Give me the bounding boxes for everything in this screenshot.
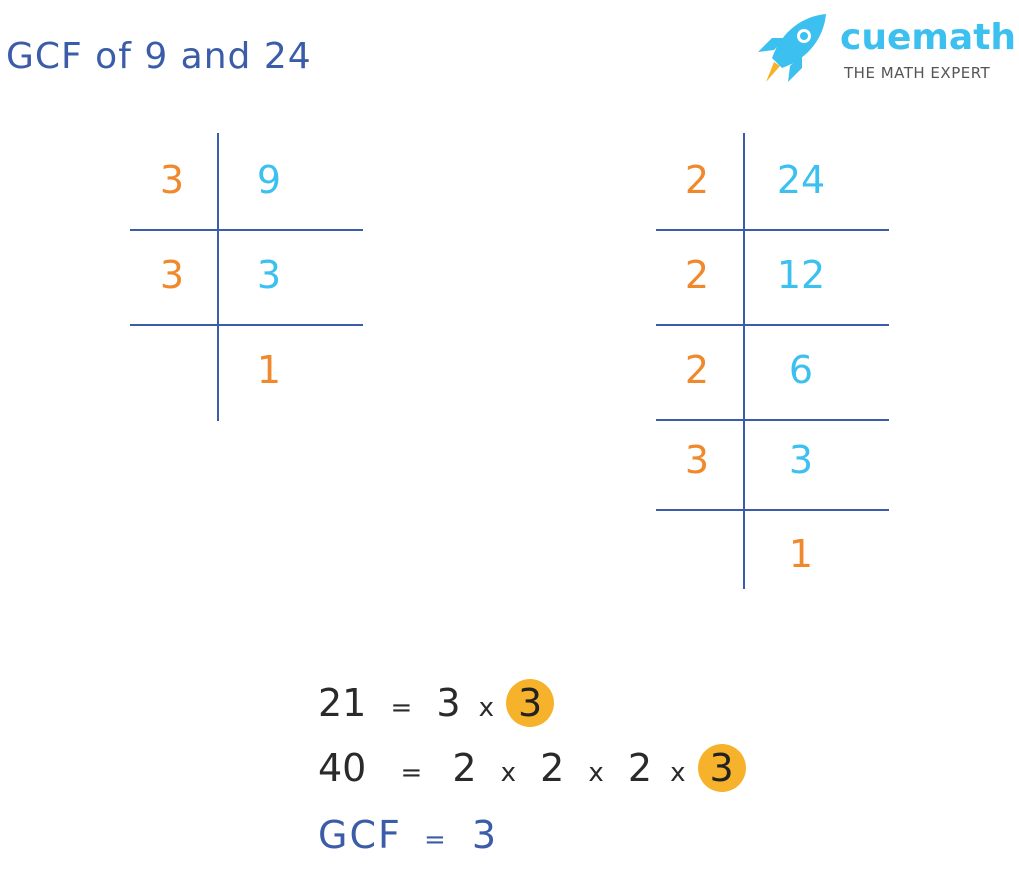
factor-equation-1: 21 = 3 x 3 — [318, 678, 555, 733]
divisor-cell: 3 — [159, 253, 185, 297]
quotient-cell: 12 — [776, 253, 826, 297]
quotient-cell: 3 — [256, 253, 282, 297]
table-divider-horizontal — [656, 509, 889, 511]
equals-sign: = — [423, 825, 446, 855]
brand-tagline: THE MATH EXPERT — [844, 64, 991, 82]
page-title: GCF of 9 and 24 — [6, 36, 312, 77]
divisor-cell: 3 — [684, 438, 710, 482]
quotient-cell: 24 — [776, 158, 826, 202]
table-divider-horizontal — [130, 229, 363, 231]
quotient-cell: 9 — [256, 158, 282, 202]
equation-term: 2 — [627, 746, 653, 790]
multiply-sign: x — [500, 758, 517, 788]
table-divider-vertical — [217, 133, 219, 421]
gcf-value: 3 — [471, 813, 497, 857]
gcf-label: GCF — [318, 813, 402, 857]
equals-sign: = — [390, 693, 413, 723]
table-divider-horizontal — [130, 324, 363, 326]
equation-lhs: 40 — [318, 746, 367, 790]
equation-term: 2 — [452, 746, 477, 790]
equation-term: 3 — [436, 681, 461, 725]
divisor-cell: 3 — [159, 158, 185, 202]
divisor-cell: 2 — [684, 348, 710, 392]
equation-lhs: 21 — [318, 681, 367, 725]
factor-equation-2: 40 = 2 x 2 x 2 x 3 — [318, 743, 746, 798]
table-divider-horizontal — [656, 419, 889, 421]
equation-term: 2 — [540, 746, 565, 790]
cuemath-logo: cuemath THE MATH EXPERT — [752, 8, 1016, 88]
table-divider-vertical — [743, 133, 745, 589]
common-factor-highlight: 3 — [506, 679, 555, 727]
quotient-cell: 1 — [788, 532, 814, 576]
multiply-sign: x — [478, 693, 495, 723]
common-factor-highlight: 3 — [697, 744, 746, 792]
quotient-cell: 1 — [256, 348, 282, 392]
table-divider-horizontal — [656, 229, 889, 231]
divisor-cell: 2 — [684, 253, 710, 297]
quotient-cell: 6 — [788, 348, 814, 392]
quotient-cell: 3 — [788, 438, 814, 482]
gcf-result: GCF = 3 — [318, 810, 496, 865]
rocket-icon — [758, 14, 826, 82]
brand-name: cuemath — [840, 17, 1017, 58]
multiply-sign: x — [588, 758, 604, 788]
table-divider-horizontal — [656, 324, 889, 326]
multiply-sign: x — [670, 758, 686, 788]
equals-sign: = — [400, 758, 423, 788]
divisor-cell: 2 — [684, 158, 710, 202]
